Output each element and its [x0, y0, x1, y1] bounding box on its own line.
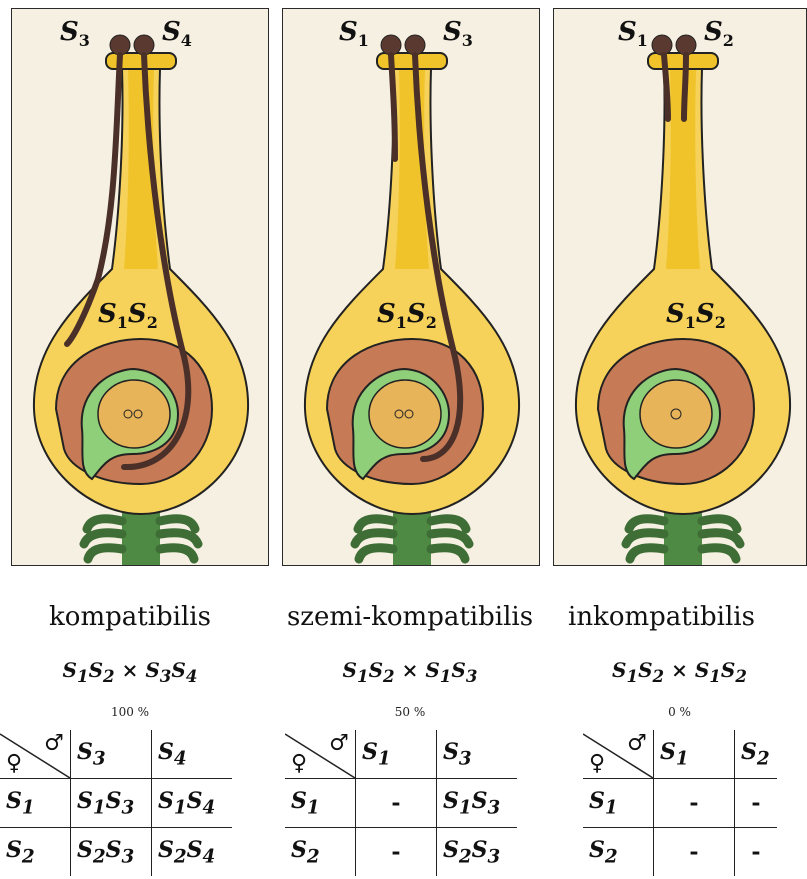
genotype-cell-empty: - — [735, 779, 778, 828]
female-symbol-icon: ♀ — [291, 750, 307, 776]
row-allele: S2 — [583, 828, 654, 877]
cross-formula: S1S2 × S1S2 — [552, 658, 807, 686]
genotype-cell-empty: - — [735, 828, 778, 877]
stigma-label-right: S3 — [443, 17, 473, 50]
genotype-cell: S2S4 — [152, 828, 233, 877]
ovary-genotype-label: S1S2 — [666, 299, 726, 332]
genotype-cell: S2S3 — [437, 828, 518, 877]
case-title-compatible: kompatibilis — [0, 602, 260, 632]
table-corner: ♀ ♂ — [0, 730, 71, 779]
male-symbol-icon: ♂ — [44, 730, 64, 756]
cross-formula: S1S2 × S3S4 — [0, 658, 260, 686]
row-allele: S2 — [0, 828, 71, 877]
pistil-diagram-compatible — [12, 9, 269, 566]
panel-incompatible: S1 S2 S1S2 — [553, 8, 807, 566]
stigma-label-left: S3 — [60, 17, 90, 50]
male-symbol-icon: ♂ — [627, 730, 647, 756]
genotype-cell-empty: - — [654, 828, 735, 877]
stigma-label-left: S1 — [618, 17, 648, 50]
header-allele: S3 — [437, 730, 518, 779]
table-corner: ♀ ♂ — [583, 730, 654, 779]
male-symbol-icon: ♂ — [329, 730, 349, 756]
row-allele: S1 — [0, 779, 71, 828]
header-allele: S3 — [71, 730, 152, 779]
genotype-cell: S1S4 — [152, 779, 233, 828]
header-allele: S1 — [654, 730, 735, 779]
compatibility-percent: 0 % — [552, 705, 807, 719]
female-symbol-icon: ♀ — [589, 750, 605, 776]
punnett-table-compatible: ♀ ♂ S3 S4 S1 S1S3 S1S4 S2 S2S3 S2S4 — [0, 730, 232, 876]
genotype-cell: S2S3 — [71, 828, 152, 877]
stigma-label-right: S2 — [704, 17, 734, 50]
row-allele: S1 — [583, 779, 654, 828]
female-symbol-icon: ♀ — [6, 750, 22, 776]
cross-formula: S1S2 × S1S3 — [280, 658, 540, 686]
punnett-table-semi-compatible: ♀ ♂ S1 S3 S1 - S1S3 S2 - S2S3 — [285, 730, 517, 876]
row-allele: S2 — [285, 828, 356, 877]
ovary-genotype-label: S1S2 — [98, 299, 158, 332]
header-allele: S1 — [356, 730, 437, 779]
genotype-cell: S1S3 — [437, 779, 518, 828]
case-title-incompatible: inkompatibilis — [568, 602, 807, 632]
compatibility-percent: 50 % — [280, 705, 540, 719]
panel-compatible: S3 S4 S1S2 — [11, 8, 269, 566]
row-allele: S1 — [285, 779, 356, 828]
compatibility-percent: 100 % — [0, 705, 260, 719]
ovary-genotype-label: S1S2 — [377, 299, 437, 332]
pistil-diagram-incompatible — [554, 9, 807, 566]
header-allele: S4 — [152, 730, 233, 779]
stigma-label-left: S1 — [339, 17, 369, 50]
table-corner: ♀ ♂ — [285, 730, 356, 779]
header-allele: S2 — [735, 730, 778, 779]
genotype-cell-empty: - — [356, 779, 437, 828]
pistil-diagram-semi-compatible — [283, 9, 540, 566]
panel-semi-compatible: S1 S3 S1S2 — [282, 8, 540, 566]
genotype-cell: S1S3 — [71, 779, 152, 828]
genotype-cell-empty: - — [654, 779, 735, 828]
stigma-label-right: S4 — [162, 17, 192, 50]
genotype-cell-empty: - — [356, 828, 437, 877]
punnett-table-incompatible: ♀ ♂ S1 S2 S1 - - S2 - - — [583, 730, 777, 876]
case-title-semi-compatible: szemi-kompatibilis — [280, 602, 540, 632]
